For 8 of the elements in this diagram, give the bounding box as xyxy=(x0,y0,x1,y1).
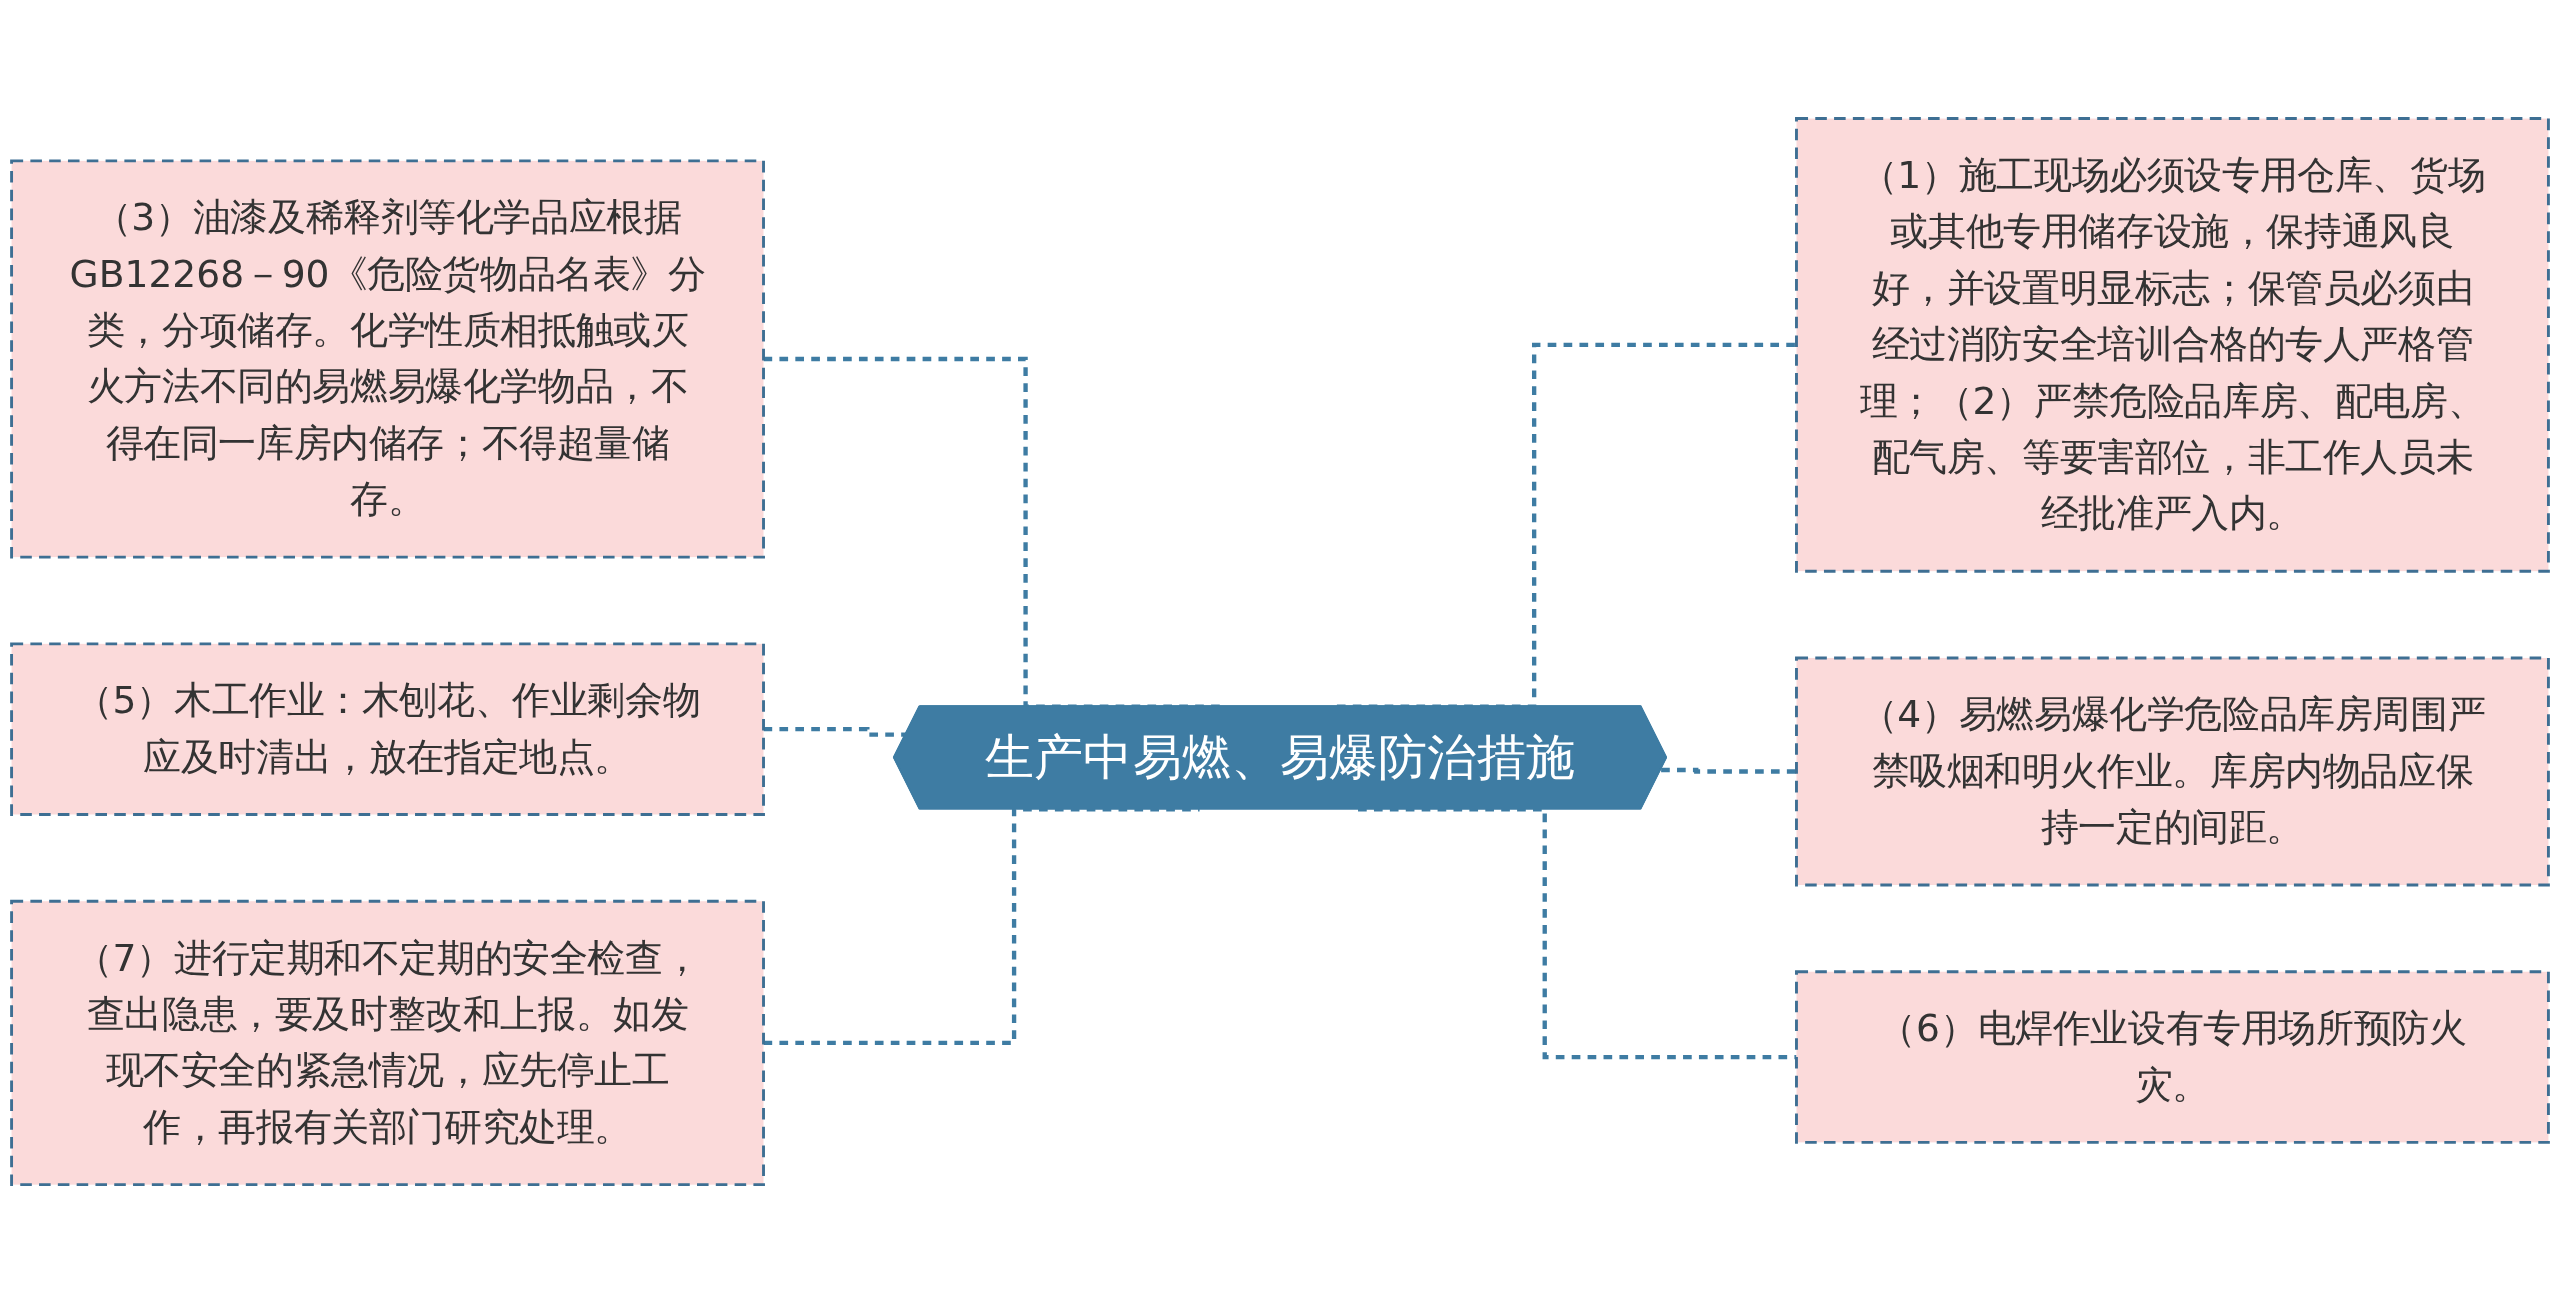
connector xyxy=(763,727,907,738)
node-box: （1）施工现场必须设专用仓库、货场或其他专用储存设施，保持通风良好，并设置明显标志；保管员必须由经过消防安全培训合格的专人严格管理；（2）严禁危险品库房、配电房、配气房、等要害部位，非工作人员未经批准严入内。 xyxy=(1795,117,2550,573)
node-box: （3）油漆及稀释剂等化学品应根据GB12268－90《危险货物品名表》分类，分项储存。化学性质相抵触或灭火方法不同的易燃易爆化学物品，不得在同一库房内储存；不得超量储存。 xyxy=(10,159,765,559)
connector xyxy=(1661,768,1797,774)
node-box: （4）易燃易爆化学危险品库房周围严禁吸烟和明火作业。库房内物品应保持一定的间距。 xyxy=(1795,656,2550,887)
node-box: （7）进行定期和不定期的安全检查，查出隐患，要及时整改和上报。如发现不安全的紧急情况，应先停止工作，再报有关部门研究处理。 xyxy=(10,900,765,1187)
node-box: （6）电焊作业设有专用场所预防火灾。 xyxy=(1795,970,2550,1145)
node-box: （5）木工作业：木刨花、作业剩余物应及时清出，放在指定地点。 xyxy=(10,642,765,817)
